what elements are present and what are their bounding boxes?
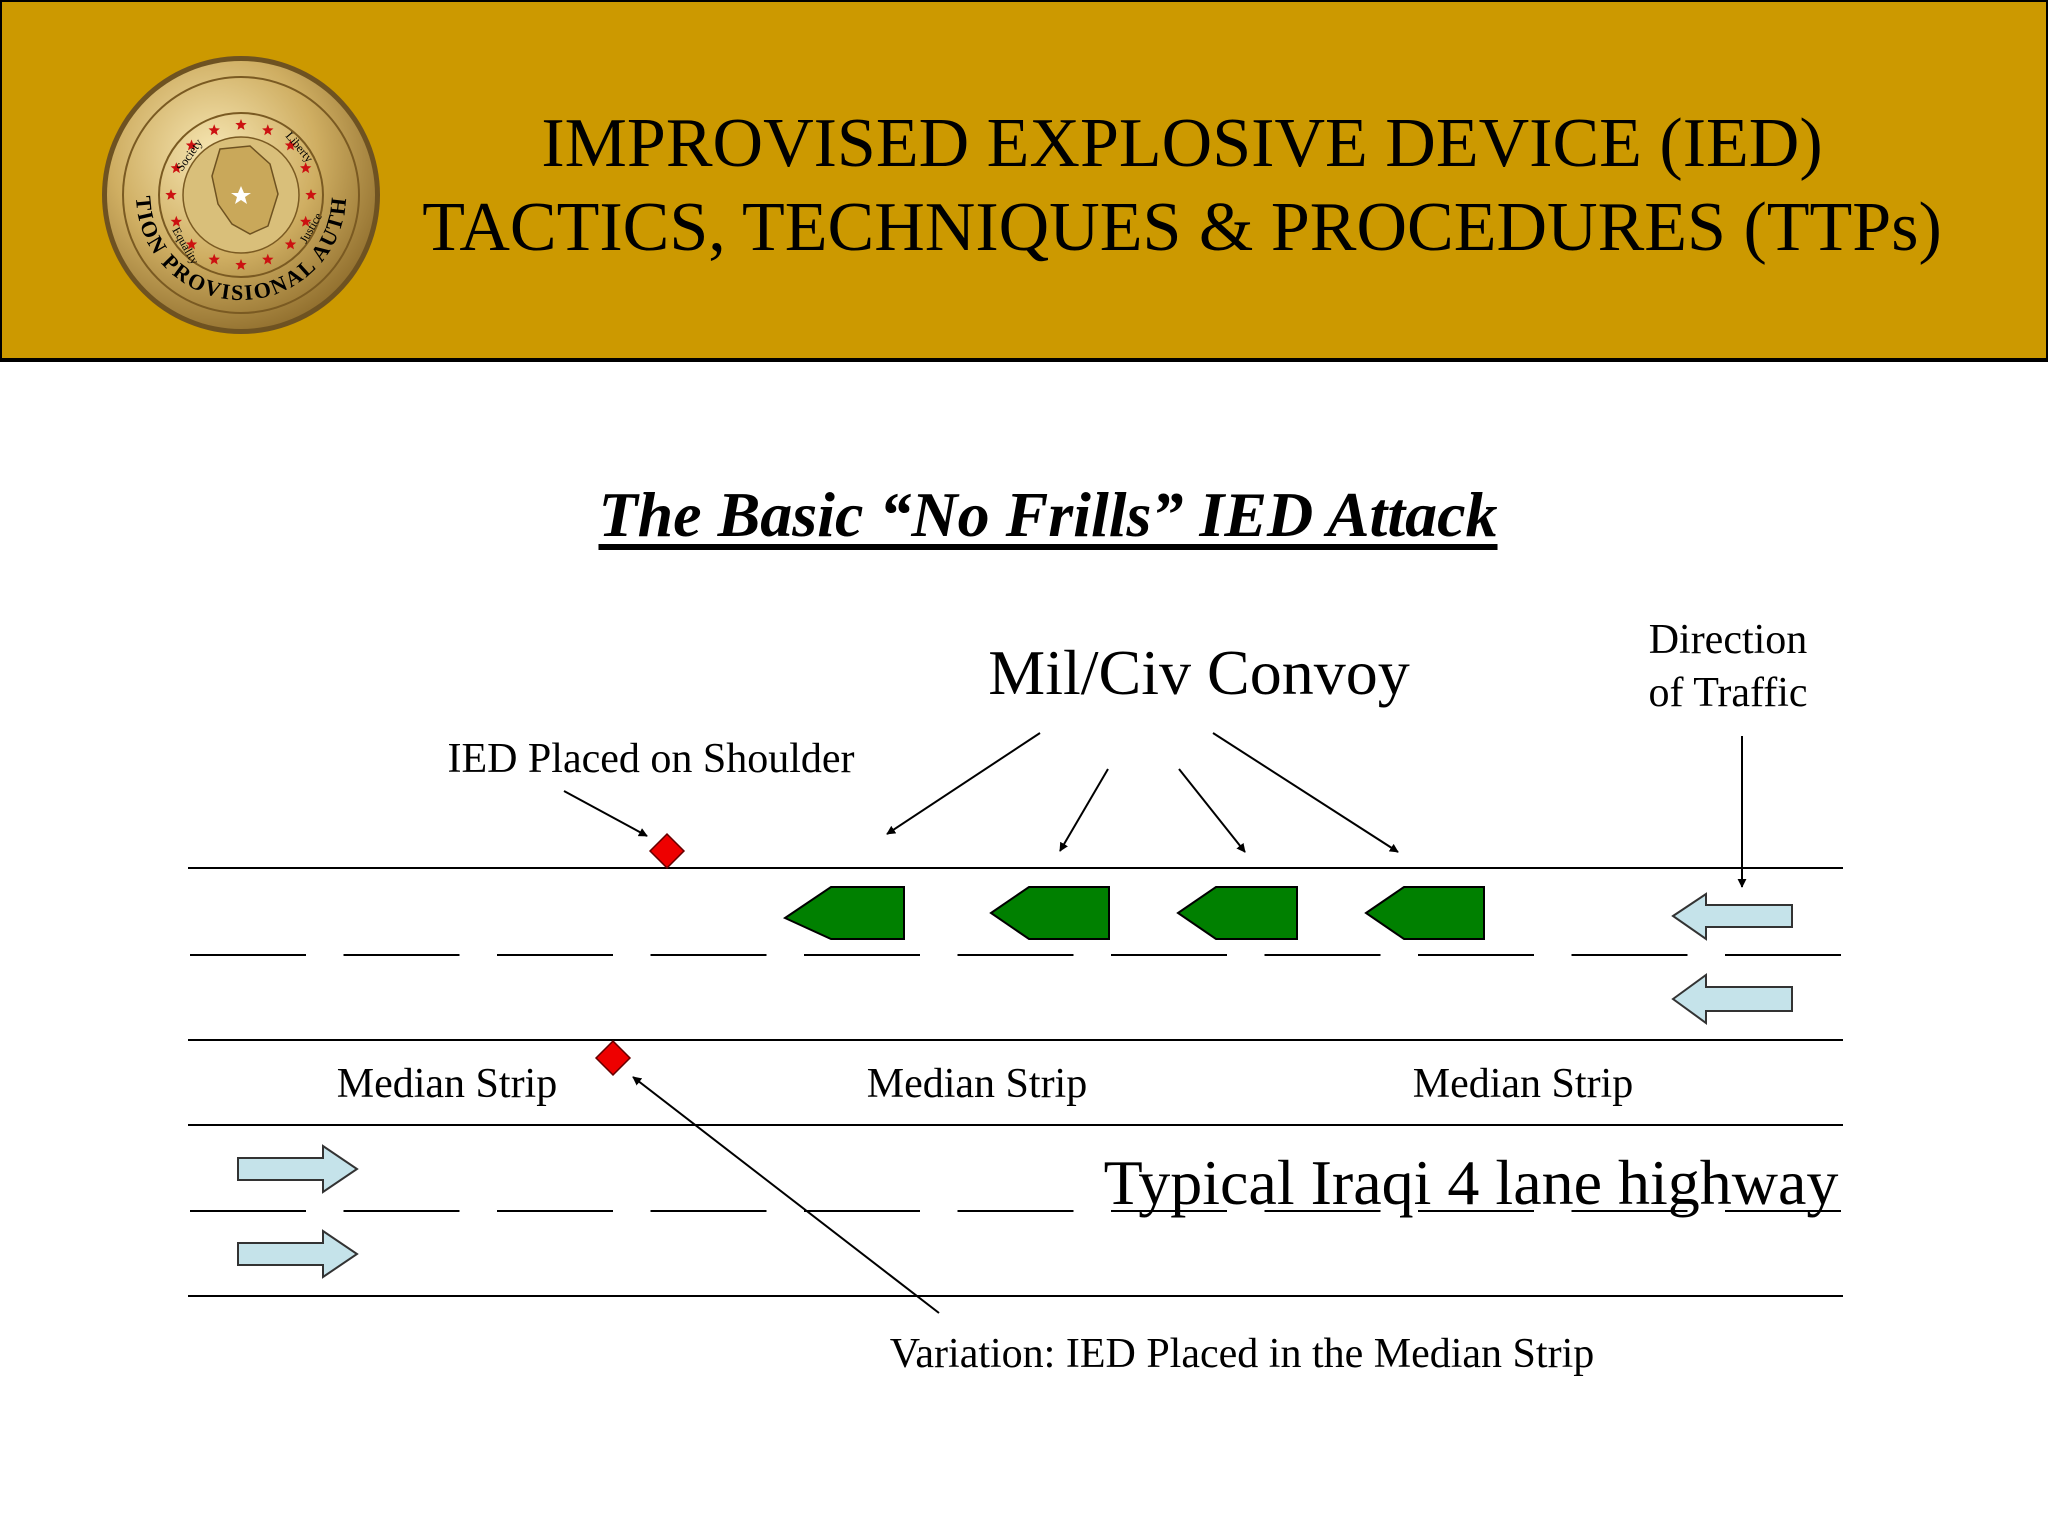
convoy-vehicle [1364, 886, 1485, 940]
traffic-arrow-right-icon [237, 1144, 359, 1194]
seal-star-icon [170, 162, 182, 174]
convoy-vehicle [1176, 886, 1298, 940]
seal-star-icon [262, 124, 274, 136]
traffic-arrow-left-icon [1671, 892, 1793, 941]
convoy-pointer-arrow [1178, 768, 1246, 853]
median-strip-label: Median Strip [867, 1061, 1087, 1107]
traffic-arrow-right-icon [237, 1229, 359, 1279]
convoy-pointer-arrow [1059, 768, 1109, 852]
seal-star-icon [185, 139, 198, 151]
ied-median-label: Variation: IED Placed in the Median Stri… [890, 1331, 1595, 1377]
coalition-seal-icon: COALITION PROVISIONAL AUTHORITY Society … [100, 54, 380, 334]
traffic-arrow-left-icon [1671, 973, 1793, 1025]
median-strip-label: Median Strip [1413, 1061, 1633, 1107]
convoy-vehicle [989, 886, 1110, 940]
header-title-line-1: IMPROVISED EXPLOSIVE DEVICE (IED) [541, 105, 1823, 182]
seal-star-icon [284, 139, 297, 151]
seal-star-icon [185, 238, 198, 250]
ied-shoulder-marker-icon [648, 832, 686, 870]
seal-star-icon [300, 162, 312, 174]
seal-star-icon [300, 215, 312, 227]
header-title-line-2: TACTICS, TECHNIQUES & PROCEDURES (TTPs) [422, 189, 1942, 266]
seal-star-icon [262, 253, 274, 265]
median-strip-label: Median Strip [337, 1061, 557, 1107]
convoy-vehicle [782, 886, 905, 940]
seal-star-icon [208, 124, 220, 136]
seal-star-icon [284, 238, 297, 250]
header-banner: COALITION PROVISIONAL AUTHORITY Society … [0, 0, 2048, 362]
ied-median-marker-icon [594, 1039, 632, 1077]
seal-star-icon [235, 119, 247, 130]
seal-star-icon [208, 253, 220, 265]
ied-shoulder-pointer-arrow [563, 790, 648, 837]
seal-star-icon [170, 215, 182, 227]
ied-median-pointer-arrow [632, 1076, 940, 1314]
convoy-pointer-arrow [886, 732, 1041, 835]
direction-label-line-1: Direction [1649, 617, 1808, 663]
seal-star-icon [235, 259, 247, 270]
seal-star-icon [305, 189, 317, 200]
ied-shoulder-label: IED Placed on Shoulder [447, 736, 854, 782]
seal-star-icon [165, 189, 177, 200]
convoy-label: Mil/Civ Convoy [988, 637, 1409, 708]
direction-label-line-2: of Traffic [1648, 670, 1807, 716]
diagram-title: The Basic “No Frills” IED Attack [598, 479, 1498, 550]
highway-label: Typical Iraqi 4 lane highway [1104, 1147, 1839, 1218]
convoy-pointer-arrow [1212, 732, 1399, 853]
